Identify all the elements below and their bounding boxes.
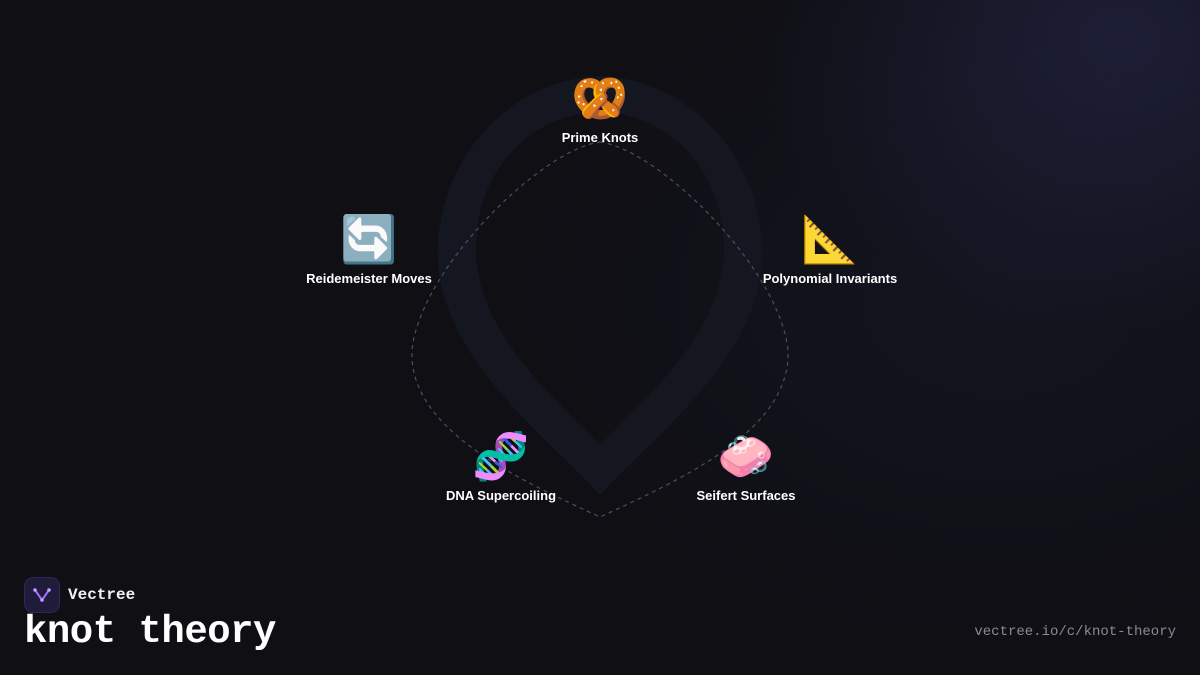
node-polynomial-invariants[interactable]: 📐 Polynomial Invariants [720,211,940,286]
dna-icon: 🧬 [472,429,530,483]
node-label: DNA Supercoiling [445,488,557,503]
page-title: knot theory [24,610,276,654]
node-label: Polynomial Invariants [762,271,898,286]
node-label: Seifert Surfaces [696,488,796,503]
topic-url[interactable]: vectree.io/c/knot-theory [974,624,1176,640]
node-label: Reidemeister Moves [306,271,432,286]
pretzel-icon: 🥨 [571,71,629,125]
brand[interactable]: Vectree [24,577,135,613]
vectree-logo-icon [24,577,60,613]
node-dna-supercoiling[interactable]: 🧬 DNA Supercoiling [391,428,611,503]
brand-name: Vectree [68,586,136,604]
node-reidemeister-moves[interactable]: 🔄 Reidemeister Moves [259,211,479,286]
triangular-ruler-icon: 📐 [801,212,859,266]
counterclockwise-arrows-icon: 🔄 [340,212,398,266]
node-label: Prime Knots [561,130,639,145]
node-prime-knots[interactable]: 🥨 Prime Knots [490,70,710,145]
soap-icon: 🧼 [717,429,775,483]
node-seifert-surfaces[interactable]: 🧼 Seifert Surfaces [636,428,856,503]
